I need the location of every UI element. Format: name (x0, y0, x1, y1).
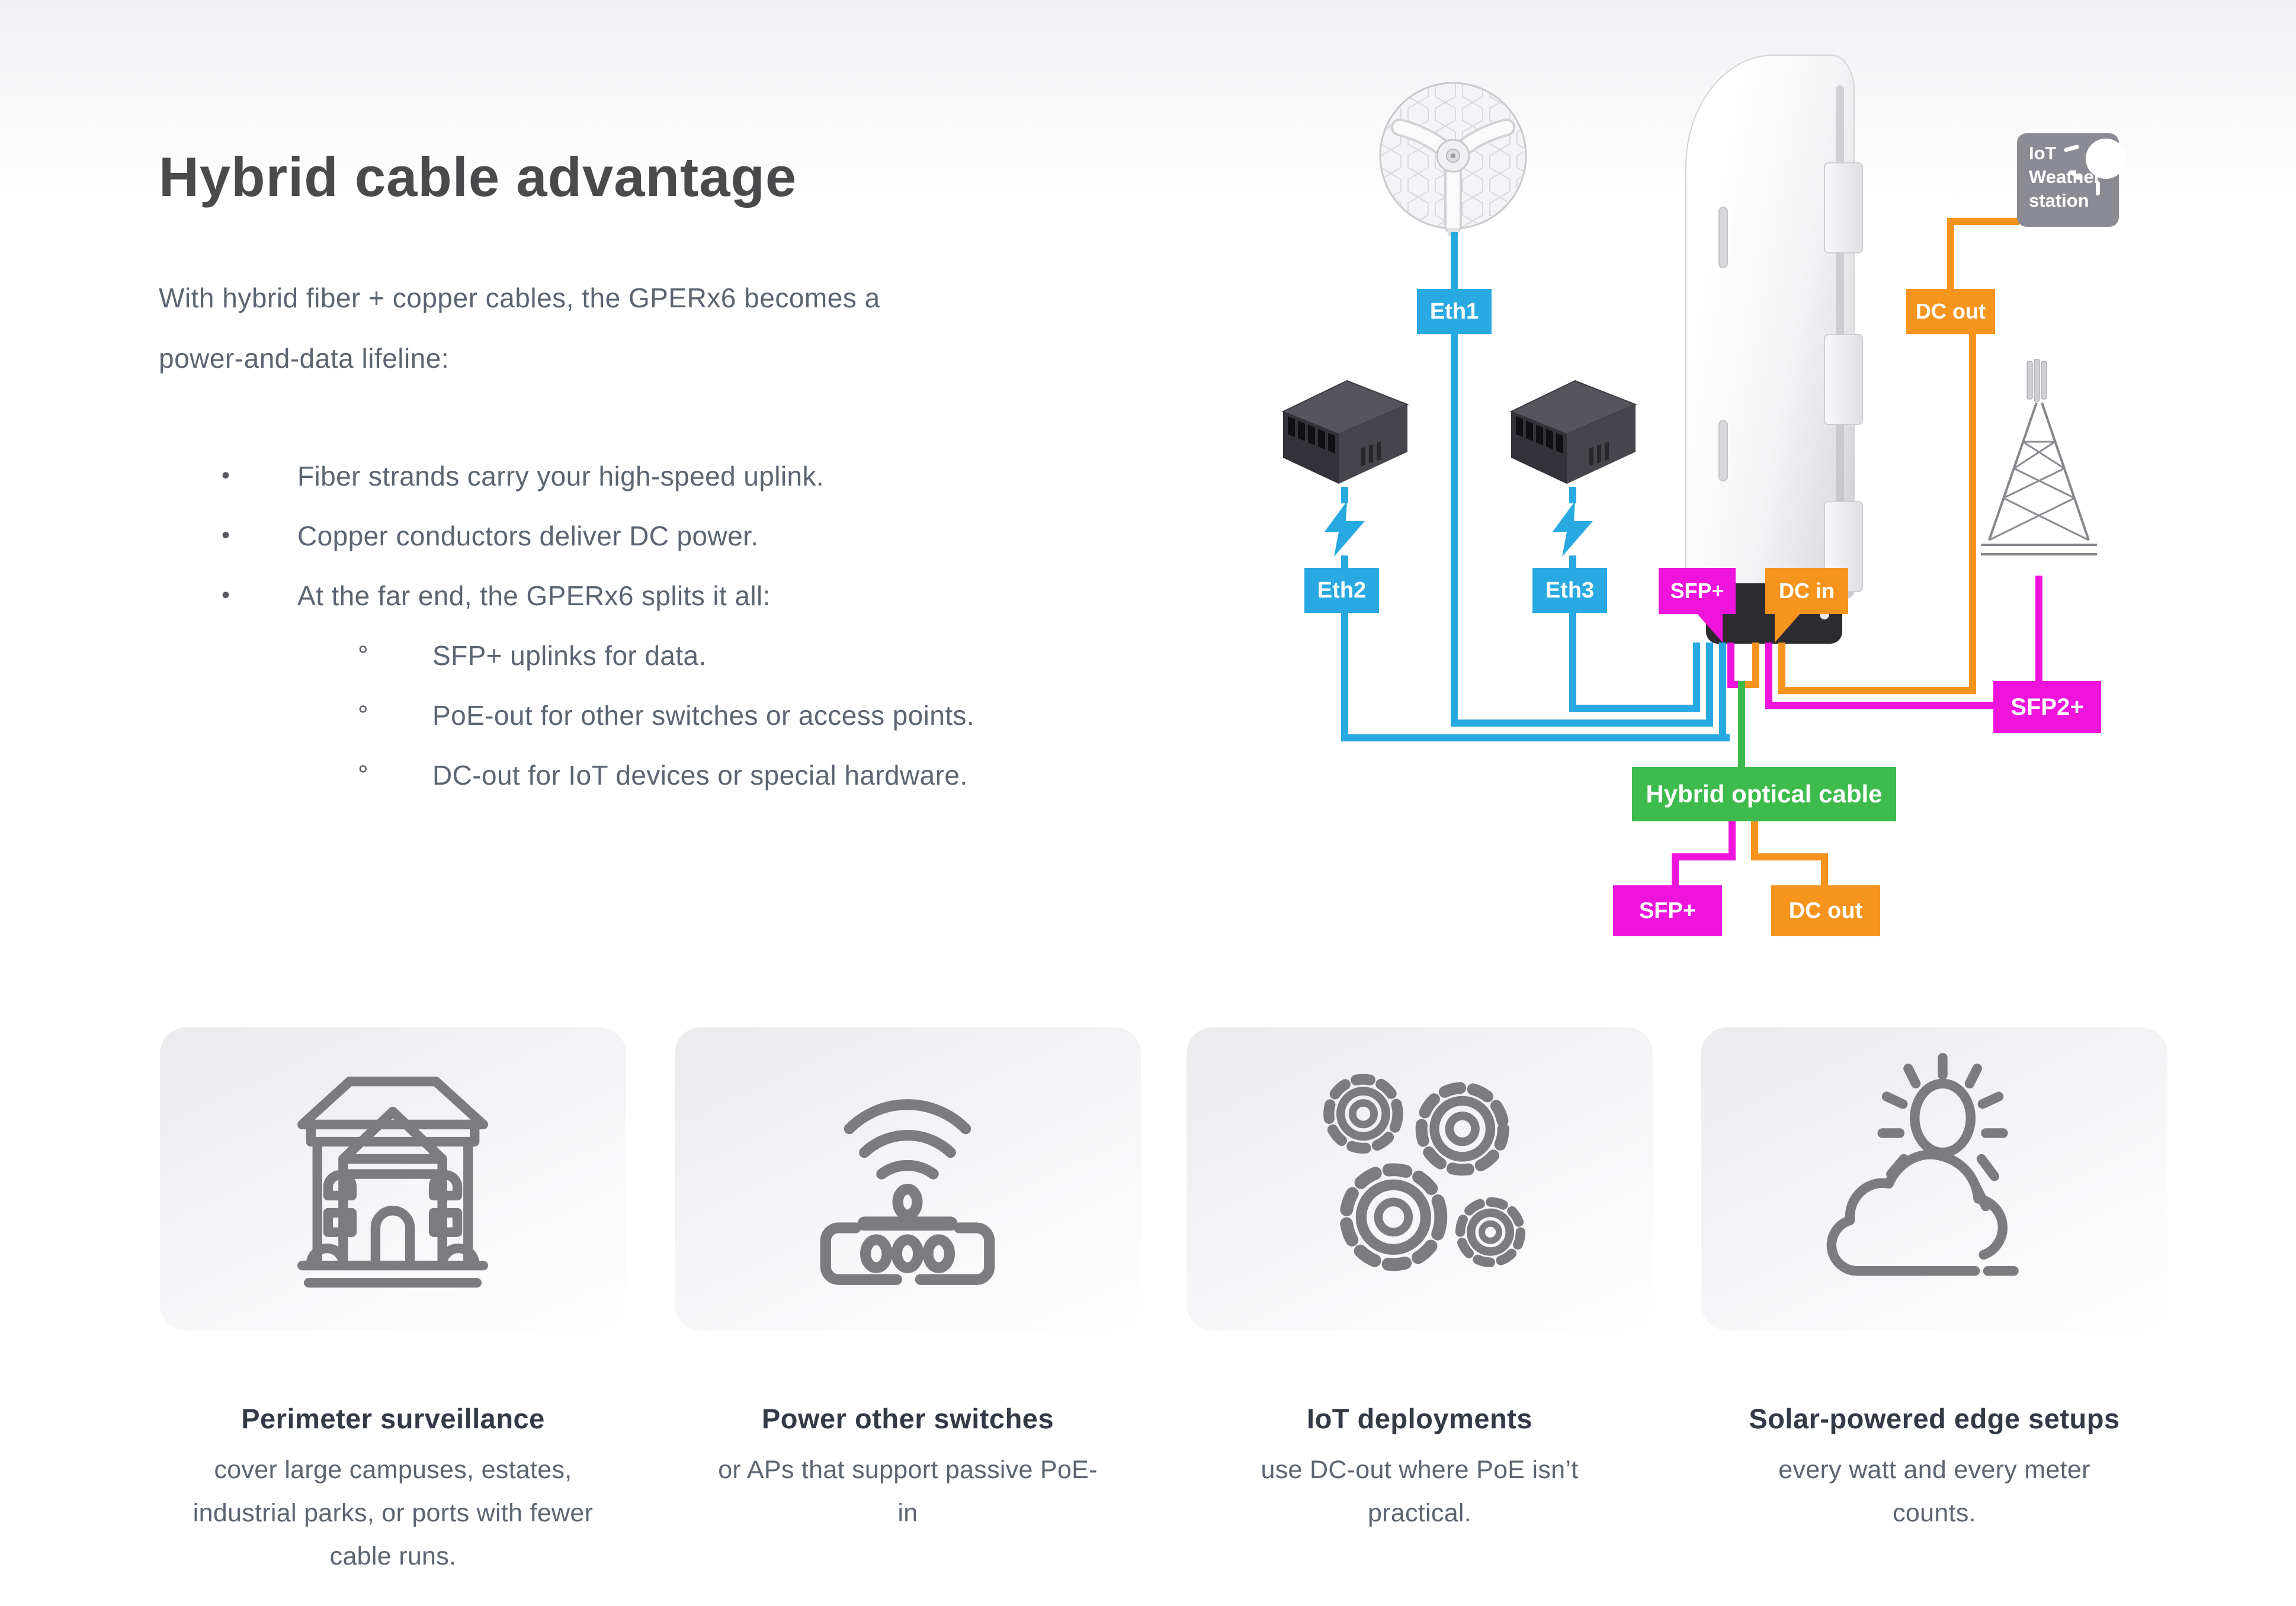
building-icon (297, 1077, 488, 1288)
bullet-icon: • (222, 522, 230, 548)
cable-power (1742, 681, 1759, 688)
sub-bullet-icon: ° (358, 760, 368, 789)
cable-split-dc (1751, 820, 1758, 860)
lightning-icon (1325, 501, 1365, 557)
device-latch (1824, 334, 1863, 425)
cable-eth1 (1451, 332, 1458, 727)
device-slot (1718, 207, 1728, 268)
cable-dc-out-iot (1947, 218, 1954, 291)
cable-power (1752, 643, 1759, 688)
device-slot (1718, 420, 1728, 481)
feature-list: • Fiber strands carry your high-speed up… (213, 446, 974, 805)
cable-eth3 (1569, 487, 1576, 503)
cable-eth2 (1719, 643, 1726, 741)
cable-eth3 (1693, 643, 1700, 712)
label-dc-out-top: DC out (1906, 289, 1995, 334)
label-dc-out-bottom: DC out (1771, 885, 1880, 936)
intro-line-2: power-and-data lifeline: (159, 343, 450, 374)
cable-eth3 (1569, 611, 1576, 712)
list-item-text: DC-out for IoT devices or special hardwa… (432, 759, 968, 791)
label-sfp-pointer (1695, 612, 1723, 643)
cable-fiber (1727, 643, 1734, 688)
lightning-icon (1553, 501, 1593, 557)
list-item-text: SFP+ uplinks for data. (432, 640, 707, 671)
cable-eth1 (1451, 720, 1713, 727)
cable-eth3 (1569, 555, 1576, 570)
dish-antenna-icon (1379, 82, 1527, 236)
label-eth3: Eth3 (1532, 568, 1607, 613)
weather-sun-icon (2086, 139, 2126, 179)
radio-tower-icon (1981, 359, 2097, 555)
list-item: • Fiber strands carry your high-speed up… (213, 446, 974, 506)
label-sfp2: SFP2+ (1993, 681, 2101, 733)
card-title: Solar-powered edge setups (1749, 1403, 2120, 1434)
label-dc-in-pointer (1775, 612, 1802, 643)
sun-cloud-icon (1826, 1053, 2019, 1276)
access-point-icon (820, 1099, 995, 1285)
cable-split-dc (1751, 853, 1828, 860)
sub-bullet-icon: ° (358, 700, 368, 730)
cable-dc-out (1969, 332, 1976, 694)
list-item: • Copper conductors deliver DC power. (213, 506, 974, 566)
card-title: IoT deployments (1307, 1403, 1532, 1434)
cable-sfp2 (1765, 643, 1772, 709)
card-power-other-switches (675, 1027, 1141, 1331)
list-item-text: PoE-out for other switches or access poi… (432, 699, 975, 731)
label-eth2: Eth2 (1304, 568, 1379, 613)
switch-icon (1281, 380, 1409, 484)
label-sfp-port: SFP+ (1659, 568, 1736, 614)
cable-eth2 (1341, 734, 1730, 741)
label-eth1: Eth1 (1417, 289, 1492, 334)
gears-icon (1323, 1074, 1526, 1271)
card-description: use DC-out where PoE isn’t practical. (1261, 1456, 1579, 1527)
list-item-text: Copper conductors deliver DC power. (297, 520, 759, 551)
cable-eth2 (1341, 487, 1348, 503)
device-latch (1824, 162, 1863, 253)
card-description: or APs that support passive PoE-in (718, 1456, 1098, 1527)
sub-list-item: ° PoE-out for other switches or access p… (349, 685, 974, 745)
intro-line-1: With hybrid fiber + copper cables, the G… (159, 282, 880, 313)
card-solar-powered (1701, 1027, 2167, 1331)
card-description: every watt and every meter counts. (1778, 1456, 2090, 1527)
cable-dc-out-iot (1947, 218, 2019, 225)
cable-split-sfp (1672, 853, 1736, 860)
cable-sfp2-tower (2035, 576, 2042, 681)
cable-split-sfp (1729, 820, 1736, 860)
label-sfp-bottom: SFP+ (1613, 885, 1722, 936)
sub-list-item: ° DC-out for IoT devices or special hard… (349, 745, 974, 805)
switch-icon (1509, 380, 1637, 484)
sub-bullet-icon: ° (358, 640, 368, 670)
sub-list-item: ° SFP+ uplinks for data. (349, 625, 974, 685)
list-item: • At the far end, the GPERx6 splits it a… (213, 566, 974, 625)
cable-eth3 (1569, 705, 1700, 712)
card-title: Perimeter surveillance (241, 1403, 545, 1434)
cable-eth2 (1341, 611, 1348, 741)
list-item-text: At the far end, the GPERx6 splits it all… (297, 580, 771, 611)
card-title: Power other switches (761, 1403, 1054, 1434)
weather-ray (2096, 181, 2100, 195)
cable-hybrid (1738, 681, 1745, 768)
cable-split-dc (1821, 853, 1828, 888)
cable-split-sfp (1672, 853, 1679, 888)
cable-eth1 (1451, 232, 1458, 291)
cable-sfp2 (1765, 702, 1997, 709)
cable-eth1 (1706, 643, 1713, 727)
bullet-icon: • (222, 462, 230, 489)
intro-paragraph: With hybrid fiber + copper cables, the G… (159, 268, 880, 388)
label-hybrid-cable: Hybrid optical cable (1632, 767, 1896, 821)
bullet-icon: • (222, 582, 230, 608)
gper-device-icon (1685, 54, 1863, 599)
cable-eth2 (1341, 555, 1348, 570)
card-description: cover large campuses, estates, industria… (193, 1456, 594, 1570)
list-item-text: Fiber strands carry your high-speed upli… (297, 460, 825, 492)
page-title: Hybrid cable advantage (159, 146, 797, 208)
cable-dc-out (1778, 687, 1976, 694)
cable-dc-out (1778, 643, 1785, 694)
label-dc-in: DC in (1765, 568, 1848, 614)
